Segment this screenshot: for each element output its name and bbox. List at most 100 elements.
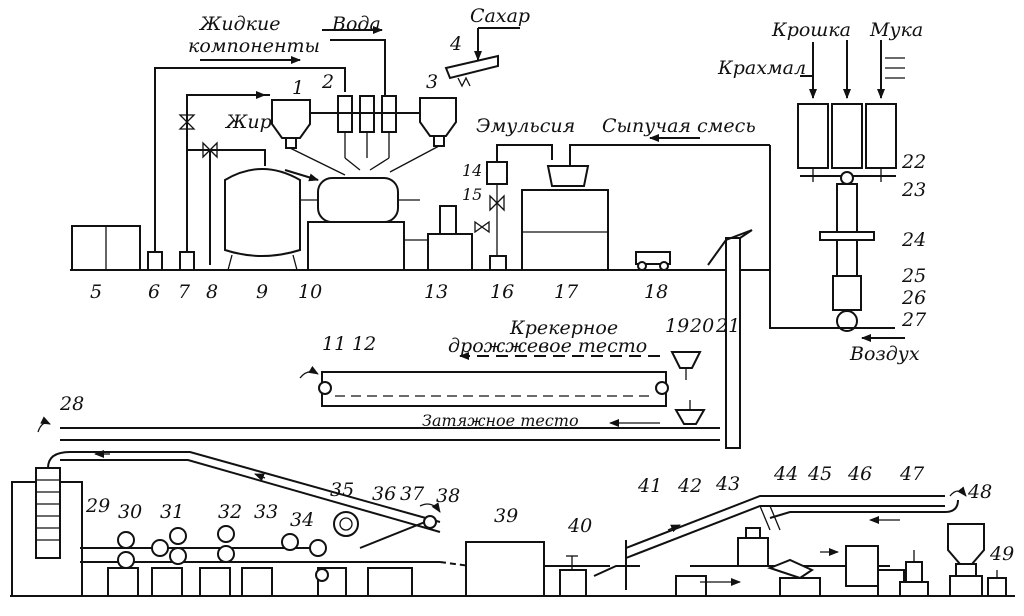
label-cracker-line1: Крекерное [509, 317, 618, 339]
num-9: 9 [256, 281, 268, 303]
num-47: 47 [899, 463, 925, 485]
equipment-21-dough-chute [707, 229, 753, 449]
label-crumb: Крошка [771, 19, 851, 41]
equipment-48-hopper [947, 486, 985, 597]
pipe-water [330, 39, 386, 96]
label-emulsion: Эмульсия [476, 115, 575, 137]
label-water: Вода [331, 13, 381, 35]
num-43: 43 [715, 473, 740, 495]
equipment-2-water-dosers [310, 95, 420, 158]
pipe-fat [187, 149, 266, 166]
num-38: 38 [436, 485, 460, 507]
num-21: 21 [715, 315, 740, 337]
num-11: 11 [322, 333, 346, 355]
equipment-47-unit [899, 550, 929, 597]
num-4: 4 [449, 33, 462, 55]
valve-fat [202, 141, 218, 159]
equipment-13-tank [427, 205, 473, 271]
num-30: 30 [118, 501, 142, 523]
num-6: 6 [148, 281, 160, 303]
label-starch: Крахмал [717, 57, 806, 79]
equipment-7-pump [179, 251, 195, 271]
equipment-3-sugar-doser [419, 97, 457, 147]
equipment-14-collector [486, 161, 508, 185]
num-40: 40 [567, 515, 592, 537]
num-29: 29 [85, 495, 110, 517]
valve-16-line [474, 220, 490, 234]
num-36: 36 [372, 483, 396, 505]
num-24: 24 [901, 229, 926, 251]
equipment-11-12-dough-trough [299, 352, 669, 407]
label-liquid-line2: компоненты [188, 35, 320, 57]
equipment-17-mixer [521, 144, 770, 271]
num-39: 39 [494, 505, 518, 527]
equipment-23-27-pneumatic-train [769, 145, 905, 342]
num-12: 12 [352, 333, 376, 355]
num-16: 16 [490, 281, 514, 303]
equipment-28-conveyor [37, 416, 720, 441]
num-32: 32 [218, 501, 242, 523]
equipment-35-cutter [315, 511, 359, 597]
num-33: 33 [254, 501, 278, 523]
num-22: 22 [901, 151, 926, 173]
equipment-19-20-hoppers [670, 351, 706, 425]
label-sugar: Сахар [470, 5, 530, 27]
num-5: 5 [90, 281, 102, 303]
equipment-6-pump [147, 251, 163, 271]
equipment-43-sprinkler [700, 527, 769, 586]
equipment-15-valve [489, 194, 505, 212]
label-cracker-line2: дрожжевое тесто [448, 335, 647, 357]
equipment-22-silos [797, 40, 905, 169]
num-46: 46 [847, 463, 872, 485]
equipment-1-doser [271, 99, 311, 149]
num-25: 25 [901, 265, 926, 287]
num-48: 48 [967, 481, 992, 503]
label-air: Воздух [849, 343, 920, 365]
num-42: 42 [677, 475, 702, 497]
equipment-36-37-stacker [359, 502, 441, 597]
num-37: 37 [400, 483, 425, 505]
num-31: 31 [160, 501, 184, 523]
num-19: 19 [665, 315, 689, 337]
num-10: 10 [298, 281, 322, 303]
valve-7 [178, 114, 196, 130]
num-1: 1 [292, 77, 304, 99]
equipment-18-cart [635, 251, 671, 271]
num-45: 45 [807, 463, 832, 485]
num-49: 49 [989, 543, 1014, 565]
equipment-5-tank [71, 225, 141, 271]
num-2: 2 [321, 71, 334, 93]
num-7: 7 [178, 281, 191, 303]
num-3: 3 [426, 71, 438, 93]
equipment-40-cooler [559, 555, 587, 597]
equipment-rising-belt [47, 450, 441, 533]
pipe-emulsion [496, 144, 553, 162]
num-15: 15 [462, 185, 482, 204]
num-35: 35 [330, 479, 354, 501]
num-18: 18 [644, 281, 668, 303]
num-41: 41 [637, 475, 662, 497]
num-17: 17 [554, 281, 579, 303]
equipment-16-pump [489, 255, 507, 271]
label-fat: Жир [224, 111, 272, 133]
equipment-49-pump [987, 570, 1007, 597]
num-23: 23 [901, 179, 926, 201]
num-14: 14 [462, 161, 482, 180]
num-8: 8 [206, 281, 218, 303]
equipment-29-dough-feeder [11, 467, 83, 597]
equipment-46-packer [820, 545, 905, 597]
num-26: 26 [901, 287, 926, 309]
equipment-39-oven [465, 541, 545, 597]
pipe-liquid-components [154, 67, 346, 252]
num-20: 20 [689, 315, 714, 337]
label-flour: Мука [869, 19, 923, 41]
label-liquid-line1: Жидкие [198, 13, 280, 35]
num-34: 34 [290, 509, 314, 531]
equipment-45-return-belt [759, 499, 959, 531]
label-bulk-mix: Сыпучая смесь [602, 115, 756, 137]
equipment-9-fat-tank [224, 168, 301, 271]
equipment-44-stacking-unit [767, 558, 821, 597]
feed-lines-to-mixer [289, 145, 440, 176]
equipment-4-sugar-feeder [444, 27, 520, 88]
